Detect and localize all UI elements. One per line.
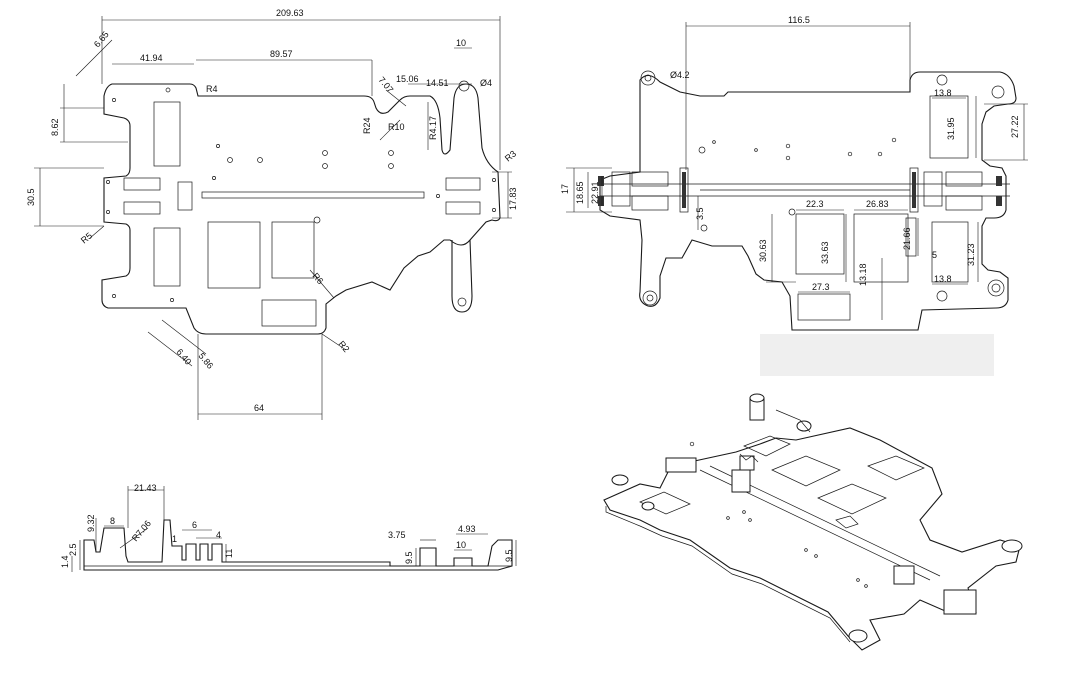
- dim-r4: R4: [206, 84, 218, 94]
- dim-r2: R2: [336, 339, 351, 354]
- dim-26-83: 26.83: [866, 199, 889, 209]
- right-view: 116.5 Ø4.2 13.8 31.95 27.22 17 18.65 22.…: [560, 15, 1028, 376]
- dim-15-06: 15.06: [396, 74, 419, 84]
- dim-89-57: 89.57: [270, 49, 293, 59]
- dim-17-83: 17.83: [508, 187, 518, 210]
- iso-plate-outline: [603, 427, 1021, 651]
- dim-6-40: 6.40: [174, 347, 193, 367]
- dim-7-07: 7.07: [376, 75, 395, 95]
- dim-13-18: 13.18: [858, 263, 868, 286]
- top-view: 209.63 41.94 89.57 6.65 8.62 30.5 R4 R24…: [26, 8, 518, 420]
- dim-10-side: 10: [456, 540, 466, 550]
- top-plate-tab: [451, 239, 473, 313]
- dim-116-5: 116.5: [788, 15, 810, 25]
- dim-1: 1: [172, 534, 177, 544]
- dim-9-32: 9.32: [86, 514, 96, 532]
- dim-13-8-bot: 13.8: [934, 274, 952, 284]
- dim-22-91: 22.91: [590, 181, 600, 204]
- dim-21-66: 21.66: [902, 227, 912, 250]
- dim-5: 5: [932, 250, 937, 260]
- dim-41-94: 41.94: [140, 53, 163, 63]
- dim-1-4: 1.4: [60, 555, 70, 568]
- dim-14-51: 14.51: [426, 78, 449, 88]
- dim-4-93: 4.93: [458, 524, 476, 534]
- dim-31-95: 31.95: [946, 117, 956, 140]
- side-view: 21.43 9.32 8 R7.06 2.5 1.4 1 6 4 11 3.75…: [60, 483, 517, 572]
- dim-2-5: 2.5: [68, 543, 78, 556]
- isometric-view: [603, 393, 1023, 651]
- dim-9-5-b: 9.5: [504, 549, 514, 562]
- dim-r7-06: R7.06: [130, 518, 153, 543]
- dim-11: 11: [224, 549, 234, 558]
- dim-21-43: 21.43: [134, 483, 157, 493]
- dim-8: 8: [110, 516, 115, 526]
- dim-r3: R3: [503, 148, 518, 163]
- dim-r10: R10: [388, 122, 405, 132]
- dim-13-8-top: 13.8: [934, 88, 952, 98]
- dim-27-22: 27.22: [1010, 115, 1020, 138]
- dim-r5: R5: [79, 230, 94, 245]
- dim-dia4-2: Ø4.2: [670, 70, 690, 80]
- dim-10: 10: [456, 38, 466, 48]
- dim-18-65: 18.65: [575, 181, 585, 204]
- dim-6: 6: [192, 520, 197, 530]
- dim-8-62: 8.62: [50, 118, 60, 136]
- dim-17: 17: [560, 184, 570, 194]
- dim-dia4: Ø4: [480, 78, 492, 88]
- dim-r24: R24: [362, 117, 372, 134]
- dim-overall-width: 209.63: [276, 8, 304, 18]
- right-plate-outline: [599, 71, 1017, 331]
- dim-9-5-a: 9.5: [404, 551, 414, 564]
- dim-5-86: 5.86: [196, 351, 215, 371]
- dim-30-5: 30.5: [26, 188, 36, 206]
- dim-64: 64: [254, 403, 264, 413]
- dim-3-5: 3.5: [695, 207, 705, 220]
- top-plate-outline: [101, 83, 501, 335]
- dim-30-63: 30.63: [758, 239, 768, 262]
- dim-27-3: 27.3: [812, 282, 830, 292]
- dim-6-65: 6.65: [92, 29, 111, 49]
- dim-3-75: 3.75: [388, 530, 406, 540]
- dim-22-3: 22.3: [806, 199, 824, 209]
- dim-31-23: 31.23: [966, 243, 976, 266]
- dim-33-63: 33.63: [820, 241, 830, 264]
- dim-r4-17: R4.17: [428, 116, 438, 140]
- dim-4: 4: [216, 530, 221, 540]
